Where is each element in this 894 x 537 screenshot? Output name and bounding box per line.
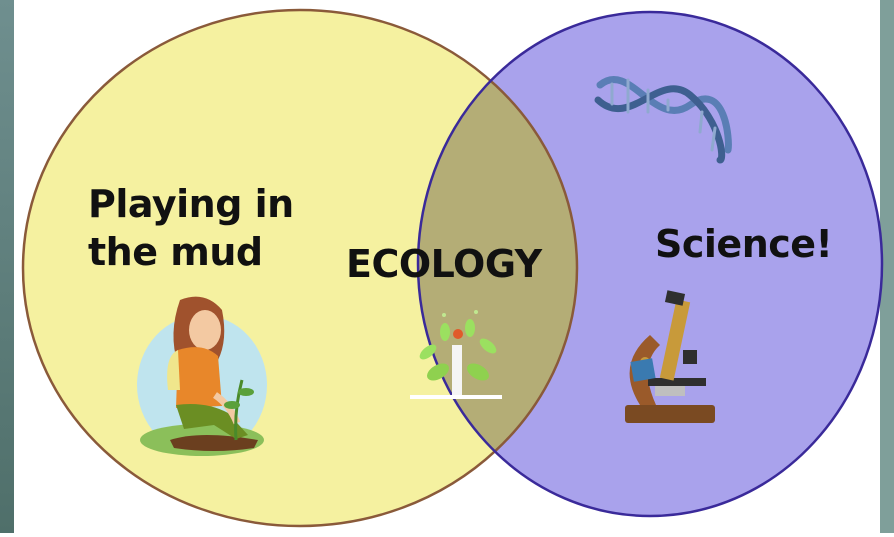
overlap-region <box>418 12 577 516</box>
left-circle-label-line1: Playing in <box>88 182 294 226</box>
gardening-girl-icon <box>137 296 267 456</box>
sprouting-plant-icon <box>410 310 502 399</box>
left-circle-label: Playing in the mud <box>88 180 294 276</box>
overlap-label: ECOLOGY <box>346 242 542 286</box>
background-edge-right <box>880 0 894 533</box>
dna-helix-icon <box>594 76 732 164</box>
right-circle-label: Science! <box>655 222 833 266</box>
microscope-icon <box>625 290 715 423</box>
background-edge-left <box>0 0 14 533</box>
left-circle-outline <box>21 8 579 528</box>
right-circle-outline <box>416 10 884 518</box>
left-circle-label-line2: the mud <box>88 230 263 274</box>
